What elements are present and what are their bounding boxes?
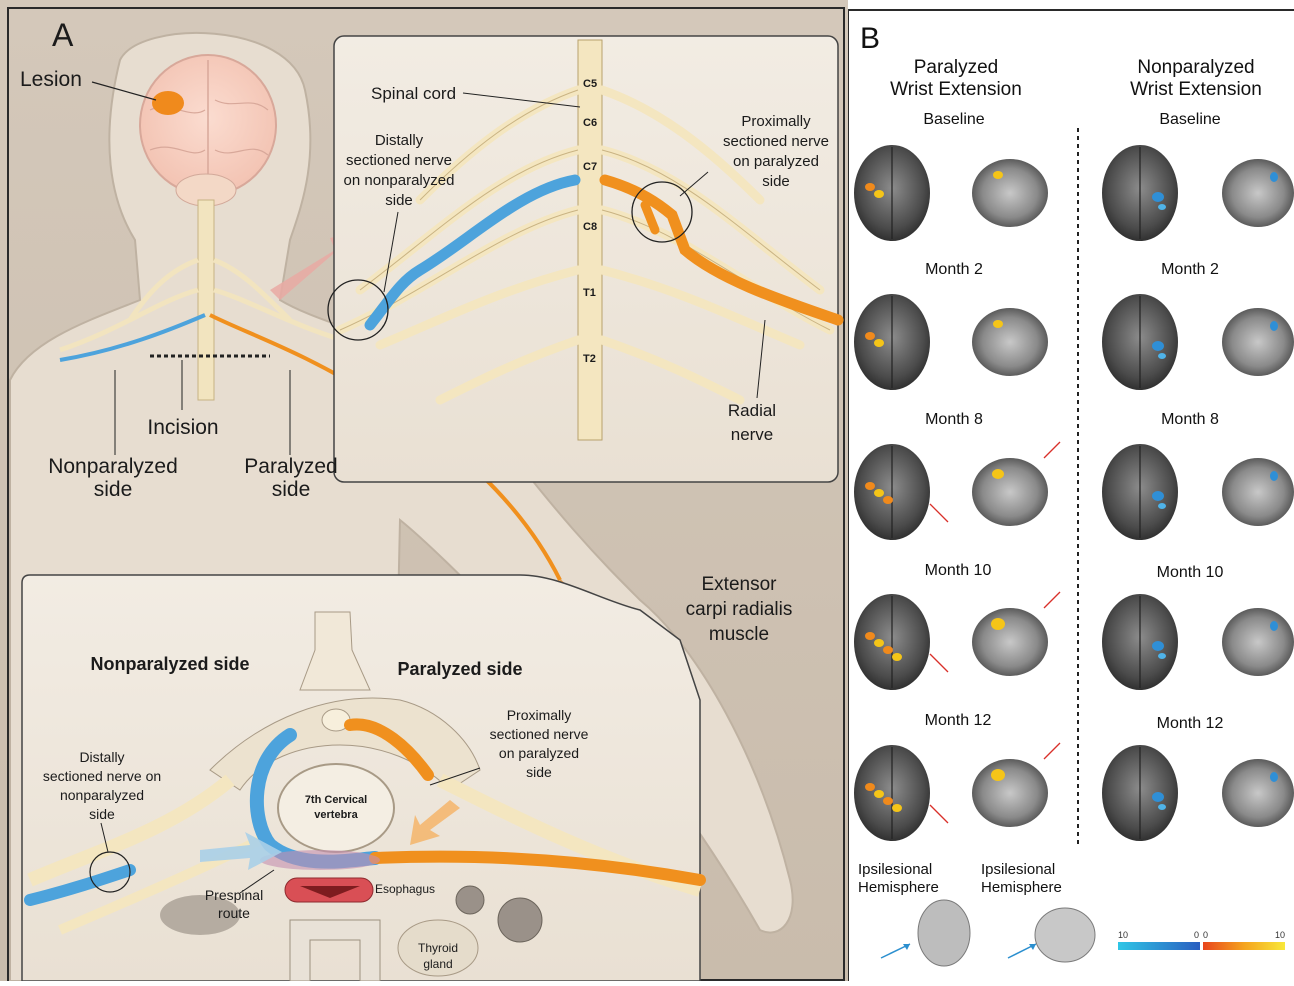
- proximal-line-2: sectioned nerve: [723, 133, 829, 150]
- timepoint-right-month-2: Month 2: [1161, 261, 1219, 278]
- section-distal-line-4: side: [89, 806, 115, 822]
- proximal-line-3: on paralyzed: [733, 153, 819, 170]
- timepoint-left-month-10: Month 10: [925, 562, 992, 579]
- colorbar-orange-right: 10: [1275, 930, 1285, 940]
- ipsi-right-line-1: Ipsilesional: [981, 861, 1055, 878]
- thyroid-line-1: Thyroid: [418, 941, 458, 955]
- timepoint-right-month-10: Month 10: [1157, 564, 1224, 581]
- extensor-line-3: muscle: [709, 624, 769, 645]
- scan-paralyzed-coronal-month-2: [972, 308, 1048, 376]
- thyroid-line-2: gland: [423, 957, 452, 971]
- distal-line-4: side: [385, 192, 413, 209]
- col-right-line-2: Wrist Extension: [1130, 79, 1262, 100]
- section-proximal-line-4: side: [526, 764, 552, 780]
- section-distal-line-1: Distally: [79, 749, 124, 765]
- distal-line-1: Distally: [375, 132, 424, 149]
- panel-a: A Lesion Spinal cord C5 C6 C7 C8 T1 T2 D…: [0, 0, 848, 981]
- incision-label: Incision: [147, 416, 218, 439]
- nonparalyzed-line-2: side: [94, 478, 133, 501]
- panel-b-letter: B: [860, 22, 880, 55]
- col-left-line-2: Wrist Extension: [890, 79, 1022, 100]
- colorbar-orange: [1203, 942, 1285, 950]
- vertebra-line-1: 7th Cervical: [305, 794, 367, 806]
- panel-b-brain-scans: B Paralyzed Wrist Extension Nonparalyzed…: [848, 0, 1294, 981]
- distal-line-3: on nonparalyzed: [344, 172, 455, 189]
- spinal-cord-label: Spinal cord: [371, 84, 456, 103]
- lesion-label: Lesion: [20, 68, 82, 91]
- colorbar-blue: [1118, 942, 1200, 950]
- section-proximal-line-3: on paralyzed: [499, 745, 579, 761]
- panel-a-letter: A: [52, 17, 74, 53]
- colorbar-blue-left: 10: [1118, 930, 1128, 940]
- nonparalyzed-line-1: Nonparalyzed: [48, 455, 178, 478]
- col-left-line-1: Paralyzed: [914, 57, 999, 78]
- prespinal-line-2: route: [218, 905, 250, 921]
- radial-line-1: Radial: [728, 401, 776, 420]
- colorbar-blue-right: 0: [1194, 930, 1199, 940]
- ipsi-right-line-2: Hemisphere: [981, 879, 1062, 896]
- colorbar-orange-left: 0: [1203, 930, 1208, 940]
- scan-paralyzed-coronal-month-10: [972, 608, 1048, 676]
- scan-nonparalyzed-coronal-month-8: [1222, 458, 1294, 526]
- paralyzed-line-2: side: [272, 478, 311, 501]
- timepoint-left-month-12: Month 12: [925, 712, 992, 729]
- ipsi-right-label: Ipsilesional Hemisphere: [981, 861, 1062, 896]
- ipsi-left-line-1: Ipsilesional: [858, 861, 932, 878]
- timepoint-left-month-2: Month 2: [925, 261, 983, 278]
- section-distal-line-2: sectioned nerve on: [43, 768, 161, 784]
- level-c8: C8: [583, 221, 597, 233]
- timepoint-left-baseline: Baseline: [923, 111, 984, 128]
- level-c6: C6: [583, 117, 597, 129]
- distal-line-2: sectioned nerve: [346, 152, 452, 169]
- timepoint-left-month-8: Month 8: [925, 411, 983, 428]
- panel-a-illustration: A Lesion Spinal cord C5 C6 C7 C8 T1 T2 D…: [0, 0, 848, 981]
- radial-line-2: nerve: [731, 425, 774, 444]
- scan-nonparalyzed-coronal-month-10: [1222, 608, 1294, 676]
- section-nonparalyzed-title: Nonparalyzed side: [90, 654, 249, 674]
- panel-b: B Paralyzed Wrist Extension Nonparalyzed…: [848, 0, 1294, 981]
- proximal-line-1: Proximally: [741, 113, 811, 130]
- paralyzed-line-1: Paralyzed: [244, 455, 337, 478]
- extensor-line-2: carpi radialis: [686, 599, 793, 620]
- scan-nonparalyzed-coronal-baseline: [1222, 159, 1294, 227]
- timepoint-right-month-12: Month 12: [1157, 715, 1224, 732]
- timepoint-right-month-8: Month 8: [1161, 411, 1219, 428]
- prespinal-line-1: Prespinal: [205, 887, 263, 903]
- level-c5: C5: [583, 78, 597, 90]
- scan-paralyzed-coronal-month-8: [972, 458, 1048, 526]
- level-t1: T1: [583, 287, 596, 299]
- section-distal-line-3: nonparalyzed: [60, 787, 144, 803]
- vertebra-body: [278, 764, 394, 852]
- ipsi-left-line-2: Hemisphere: [858, 879, 939, 896]
- extensor-line-1: Extensor: [702, 574, 778, 595]
- scan-paralyzed-coronal-baseline: [972, 159, 1048, 227]
- esophagus-label: Esophagus: [375, 882, 435, 896]
- col-right-header: Nonparalyzed Wrist Extension: [1130, 57, 1262, 100]
- timepoint-right-baseline: Baseline: [1159, 111, 1220, 128]
- col-right-line-1: Nonparalyzed: [1137, 57, 1254, 78]
- reference-coronal-brain: [1035, 908, 1095, 962]
- reference-axial-brain: [918, 900, 970, 966]
- lesion-spot: [152, 91, 184, 115]
- scan-nonparalyzed-coronal-month-2: [1222, 308, 1294, 376]
- ipsi-left-label: Ipsilesional Hemisphere: [858, 861, 939, 896]
- proximal-line-4: side: [762, 173, 790, 190]
- vertebra-line-2: vertebra: [314, 809, 358, 821]
- scan-nonparalyzed-coronal-month-12: [1222, 759, 1294, 827]
- section-proximal-line-1: Proximally: [507, 707, 572, 723]
- section-proximal-line-2: sectioned nerve: [490, 726, 589, 742]
- scan-paralyzed-coronal-month-12: [972, 759, 1048, 827]
- level-t2: T2: [583, 353, 596, 365]
- level-c7: C7: [583, 161, 597, 173]
- section-paralyzed-title: Paralyzed side: [397, 659, 522, 679]
